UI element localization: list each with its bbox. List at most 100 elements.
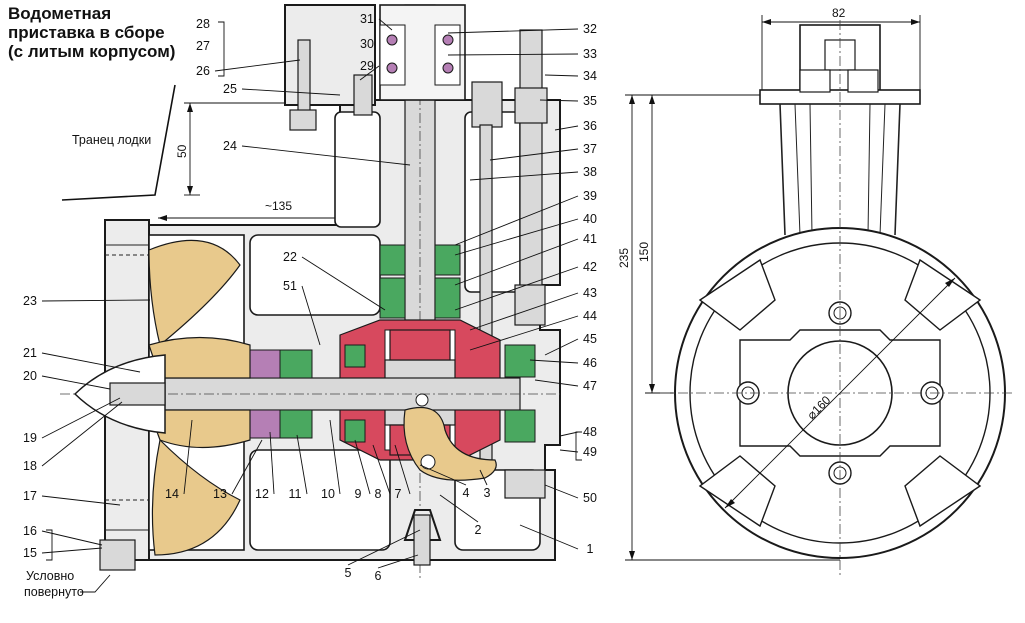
dim-82-text: 82 — [832, 6, 846, 20]
callout-number: 5 — [345, 566, 352, 580]
callout-leader — [296, 434, 308, 495]
bearing-39 — [379, 244, 406, 276]
bearing-ball — [442, 34, 454, 46]
nut-18 — [109, 382, 166, 406]
bearing-45 — [504, 344, 536, 378]
drawing-title: Водометная приставка в сборе (с литым ко… — [8, 4, 208, 61]
callout-leader — [559, 449, 579, 453]
callout-number: 4 — [463, 486, 470, 500]
callout-number: 6 — [375, 569, 382, 583]
callout-number: 27 — [196, 39, 210, 53]
callout-leader — [41, 352, 141, 373]
callout-leader — [519, 524, 579, 550]
callout-number: 44 — [583, 309, 597, 323]
callout-leader — [359, 65, 380, 81]
lever-pivot — [420, 454, 436, 470]
bearing-11b — [279, 409, 313, 439]
callout-number: 48 — [583, 425, 597, 439]
bearing-9b — [344, 419, 366, 443]
seal-12b — [249, 409, 281, 439]
callout-number: 36 — [583, 119, 597, 133]
callout-leader — [241, 88, 341, 96]
column-outer — [779, 103, 901, 236]
callout-leader — [378, 18, 393, 31]
impeller-blade-lower — [151, 438, 241, 556]
callout-leader — [214, 59, 301, 72]
impeller-blade-23 — [148, 239, 241, 347]
housing-cavity — [249, 449, 391, 551]
dim-150-text: 150 — [637, 242, 651, 262]
callout-number: 47 — [583, 379, 597, 393]
callout-leader — [554, 125, 579, 131]
callout-leader — [377, 554, 419, 569]
callout-leader — [439, 494, 479, 523]
callout-number: 26 — [196, 64, 210, 78]
callout-leader — [469, 315, 579, 351]
callout-leader — [447, 28, 579, 34]
callout-leader — [469, 171, 579, 181]
callout-leader — [544, 338, 579, 356]
callout-leader — [454, 266, 579, 311]
bearing-11 — [279, 349, 313, 379]
callout-number: 14 — [165, 487, 179, 501]
callout-leader — [354, 439, 371, 495]
column-inner — [794, 103, 886, 236]
callout-leader — [447, 53, 579, 56]
bearing-40 — [434, 244, 461, 276]
callout-leader — [479, 469, 488, 486]
title-line-2: приставка в сборе — [8, 23, 165, 42]
bolt-43 — [514, 284, 546, 326]
callout-number: 35 — [583, 94, 597, 108]
callout-number: 7 — [395, 487, 402, 501]
callout-number: 40 — [583, 212, 597, 226]
callout-number: 11 — [289, 487, 302, 501]
control-rod-34 — [519, 29, 543, 291]
callout-number: 16 — [23, 524, 37, 538]
nut-35 — [514, 87, 548, 124]
front-view: 82 235 150 — [617, 6, 1015, 575]
callout-number: 17 — [23, 489, 37, 503]
title-line-1: Водометная — [8, 4, 112, 23]
callout-number: 1 — [587, 542, 594, 556]
callout-number: 50 — [583, 491, 597, 505]
callout-number: 42 — [583, 260, 597, 274]
callout-leader — [454, 218, 579, 256]
window — [698, 258, 776, 331]
callout-leader — [529, 359, 579, 364]
callout-leader — [183, 419, 193, 495]
callout-leader — [539, 99, 579, 102]
callout-leader — [544, 484, 579, 499]
callout-number: 43 — [583, 286, 597, 300]
callout-leader — [41, 547, 103, 554]
callout-leader — [41, 401, 123, 467]
callout-leader — [559, 431, 579, 437]
note-line-1: Условно — [26, 569, 74, 583]
callout-leader — [41, 375, 111, 390]
bearing-ball — [442, 62, 454, 74]
dim-arrow — [649, 384, 655, 393]
callout-number: 32 — [583, 22, 597, 36]
dim-arrow — [187, 103, 193, 112]
callout-bracket — [575, 431, 582, 461]
window — [904, 455, 982, 528]
impeller-hub-lower — [148, 409, 251, 449]
callout-number: 25 — [223, 82, 237, 96]
window — [904, 258, 982, 331]
bearing-46 — [504, 409, 536, 443]
callout-number: 24 — [223, 139, 237, 153]
callout-number: 38 — [583, 165, 597, 179]
callout-leader — [419, 464, 467, 486]
callout-leader — [41, 495, 121, 506]
housing-cavity — [249, 234, 381, 316]
dim-arrow — [629, 551, 635, 560]
plug-5 — [413, 514, 431, 566]
dim-arrow — [911, 19, 920, 25]
note-leader — [80, 574, 111, 593]
impeller-hub-upper — [148, 336, 251, 379]
bolt-50 — [504, 469, 546, 499]
bearing-41 — [379, 277, 406, 319]
note-line-2: повернуто — [24, 585, 84, 599]
callout-number: 33 — [583, 47, 597, 61]
